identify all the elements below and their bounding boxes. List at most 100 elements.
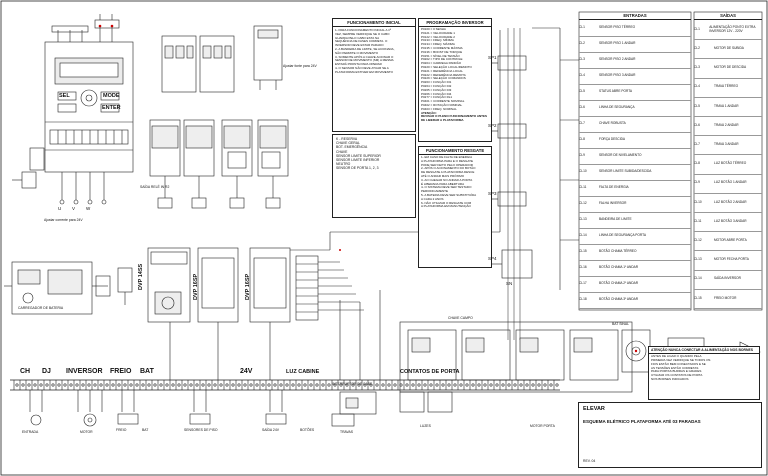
programacao-inversor-line: P0151 = NÍVEL DE TENSÃO <box>421 53 460 58</box>
terminal-screw <box>441 383 445 387</box>
programacao-inversor-line: P0265 = FUNÇÃO DI3 <box>421 87 452 92</box>
saidas-title: SAÍDAS <box>694 12 762 20</box>
terminal-screw <box>459 383 463 387</box>
terminal-screw <box>57 383 61 387</box>
terminal-screw <box>69 383 73 387</box>
saida-text: ALIMENTAÇÃO PONTO EXTRA INVERSOR 12V - 2… <box>709 25 756 33</box>
terminal-screw <box>129 383 133 387</box>
saida-text: LUZ BOTÃO 2 ANDAR <box>714 199 747 204</box>
terminal-screw <box>327 383 331 387</box>
terminal-screw <box>141 383 145 387</box>
terminal-screw <box>279 383 283 387</box>
warning-line: PRIMEIRA VEZ VERIFIQUE SE TODOS OS <box>651 358 711 362</box>
saida-text: TRAVA 2 ANDAR <box>714 122 739 127</box>
funcionamento-inicial-box: FUNCIONAMENTO INICIAL 1- PARA FUNCIONAME… <box>332 18 416 132</box>
terminal-screw <box>417 383 421 387</box>
terminal-screw <box>219 383 223 387</box>
plc-2-label: DVP 16SP <box>193 273 199 300</box>
programacao-inversor-line: P0204 = CARREGA PADRÃO <box>421 61 462 66</box>
programacao-inversor-line: P0402 = ROTAÇÃO NOMINAL <box>421 102 463 107</box>
funcionamento-resgate-line: É LIBERADA PARA ABERTURA <box>421 181 465 186</box>
terminal-screw <box>75 383 79 387</box>
saida-text: TRAVA 1 ANDAR <box>714 103 739 108</box>
legenda-line: K - RESERVA <box>336 137 358 141</box>
terminal-screw <box>249 383 253 387</box>
terminal-screw <box>321 383 325 387</box>
terminal-screw <box>333 383 337 387</box>
terminal-screw <box>375 383 379 387</box>
entrada-text: LINHA DE SEGURANÇA PORTA <box>599 233 646 238</box>
warning-line: UTILIZAR OS CONTATOS DE PORTA <box>651 373 703 378</box>
caption-travas: TRAVAS <box>340 430 354 434</box>
entrada-tag: CL8 <box>579 137 585 142</box>
terminal-screw <box>525 383 529 387</box>
terminal-screw <box>393 383 397 387</box>
programacao-inversor-line: P0134 = FREQ. MÁXIMA <box>421 42 455 47</box>
sensor-sp2-label: SP2 <box>488 123 497 128</box>
saida-text: MOTOR FECHA PORTA <box>714 257 749 262</box>
warning-line: PARA PORTAS BURRAS E GRADES <box>651 369 702 374</box>
warning-title: ATENÇÃO NUNCA CONECTAR A ALIMENTAÇÃO NOS… <box>649 347 759 355</box>
programacao-inversor-line: P0136 = BOOST DE TORQUE <box>421 49 463 54</box>
programacao-inversor-line: P0135 = CORRENTE MÁXIMA <box>421 45 463 50</box>
entradas-title: ENTRADAS <box>579 12 691 20</box>
terminal-screw <box>501 383 505 387</box>
entrada-text: BOTÃO CHAMA 2º ANDAR <box>599 281 639 286</box>
entrada-text: BOTÃO CHAMA 1º ANDAR <box>599 265 639 270</box>
saida-tag: CL2 <box>694 45 700 50</box>
entrada-text: CHAVE ROBUSTA <box>599 121 626 126</box>
entrada-tag: CL10 <box>579 169 587 174</box>
terminal-screw <box>303 383 307 387</box>
term-group-inversor: INVERSOR <box>66 368 103 375</box>
caption-freio: FREIO <box>116 428 127 432</box>
entrada-text: FALHA INVERSOR <box>599 201 627 206</box>
saida-tag: CL9 <box>694 180 700 185</box>
relay-label: SAÍDA RELÉ IN R2 <box>140 185 170 189</box>
term-group-luz-cabine: LUZ CABINE <box>286 369 320 375</box>
inverter-key-enter: ENTER <box>102 105 121 111</box>
terminal-screw <box>171 383 175 387</box>
terminal-screw <box>543 383 547 387</box>
programacao-inversor-line: P0263 = FUNÇÃO DI1 <box>421 80 452 85</box>
warning-box: ATENÇÃO NUNCA CONECTAR A ALIMENTAÇÃO NOS… <box>648 346 760 400</box>
warning-line: FIOS ESTÃO BEM CONECTADOS E SE <box>651 361 706 366</box>
terminal-screw <box>267 383 271 387</box>
entrada-tag: CL7 <box>579 121 585 126</box>
programacao-inversor-line: P0100 = 0 SENHA <box>421 27 446 31</box>
caption-luzes: LUZES <box>420 424 431 428</box>
programacao-inversor-line: P0121 = VELOCIDADE 1 <box>421 30 455 35</box>
term-group-bat: BAT <box>140 368 154 375</box>
saida-text: FREIO MOTOR <box>714 295 737 300</box>
terminal-screw <box>255 383 259 387</box>
term-group-freio: FREIO <box>110 368 132 375</box>
programacao-inversor-line: P0133 = FREQ. MÍNIMA <box>421 38 454 43</box>
funcionamento-resgate-line: PERIODICAMENTE <box>421 189 449 194</box>
terminal-screw <box>285 383 289 387</box>
entrada-tag: CL17 <box>579 281 587 286</box>
saida-text: MOTOR ABRE PORTA <box>714 237 747 242</box>
sensor-sp4-label: SP4 <box>488 256 497 261</box>
terminal-screw <box>423 383 427 387</box>
bat-sinal-label: BAT SINAL <box>612 322 630 326</box>
terminal-screw <box>351 383 355 387</box>
funcionamento-resgate-line: PODE SER FEITO PELO OPERADOR <box>421 162 473 167</box>
entrada-text: FALTA DE ENERGIA <box>599 185 629 190</box>
funcionamento-resgate-title: FUNCIONAMENTO RESGATE <box>419 147 491 155</box>
funcionamento-resgate-line: DE RESGATE A PLATAFORMA DESCE <box>421 170 475 175</box>
terminal-screw <box>429 383 433 387</box>
entrada-tag: CL2 <box>579 41 585 46</box>
terminal-screw <box>345 383 349 387</box>
